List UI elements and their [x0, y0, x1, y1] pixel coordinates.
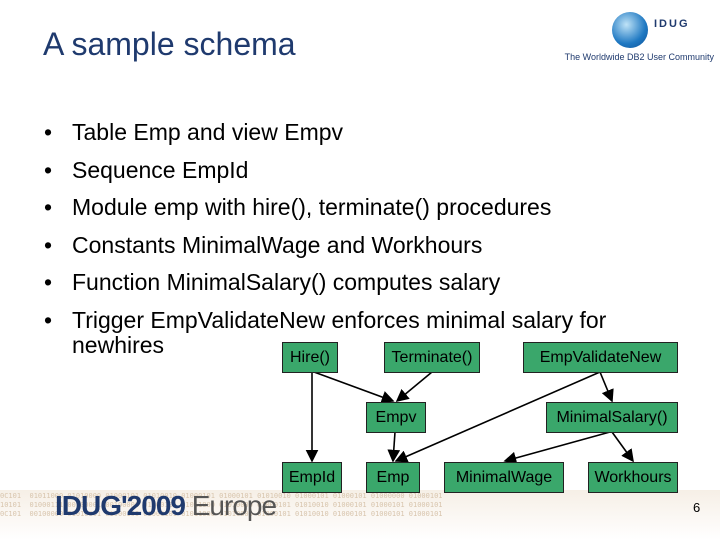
- idug-logo: IDUG: [612, 12, 712, 48]
- node-minimal-salary: MinimalSalary(): [546, 402, 678, 433]
- edge-salary-wage: [503, 431, 611, 465]
- footer-logo: IDUG'2009 Europe: [55, 490, 277, 521]
- footer-band: [0, 490, 720, 540]
- edge-terminate-empv: [395, 371, 433, 403]
- edge-salary-workhours: [611, 431, 634, 463]
- node-emp: Emp: [366, 462, 420, 493]
- binary-pattern: 0C101 01011000 01010000 01000101 0101001…: [0, 492, 443, 518]
- node-terminate: Terminate(): [384, 342, 480, 373]
- node-empid: EmpId: [282, 462, 342, 493]
- page-number: 6: [693, 500, 701, 515]
- edge-validate-emp: [394, 371, 601, 463]
- edge-hire-empv: [313, 371, 395, 404]
- globe-icon: [612, 12, 648, 48]
- node-emp-validate-new: EmpValidateNew: [523, 342, 678, 373]
- bullet-continuation: newhires: [72, 331, 165, 358]
- bullet-item: Table Emp and view Empv: [44, 114, 606, 152]
- bullet-item: Sequence EmpId: [44, 152, 606, 190]
- bullet-item: Constants MinimalWage and Workhours: [44, 227, 606, 265]
- logo-text: IDUG: [654, 18, 690, 30]
- node-empv: Empv: [366, 402, 426, 433]
- bullet-item: Trigger EmpValidateNew enforces minimal …: [44, 302, 606, 340]
- bullet-item: Function MinimalSalary() computes salary: [44, 264, 606, 302]
- bullet-item: Module emp with hire(), terminate() proc…: [44, 189, 606, 227]
- edge-validate-salary: [599, 371, 614, 403]
- node-hire: Hire(): [282, 342, 338, 373]
- logo-tagline: The Worldwide DB2 User Community: [564, 52, 714, 62]
- node-minimal-wage: MinimalWage: [444, 462, 564, 493]
- edge-empv-emp: [387, 431, 401, 463]
- node-workhours: Workhours: [588, 462, 678, 493]
- slide-title: A sample schema: [43, 26, 296, 62]
- bullet-list: Table Emp and view Empv Sequence EmpId M…: [44, 114, 606, 358]
